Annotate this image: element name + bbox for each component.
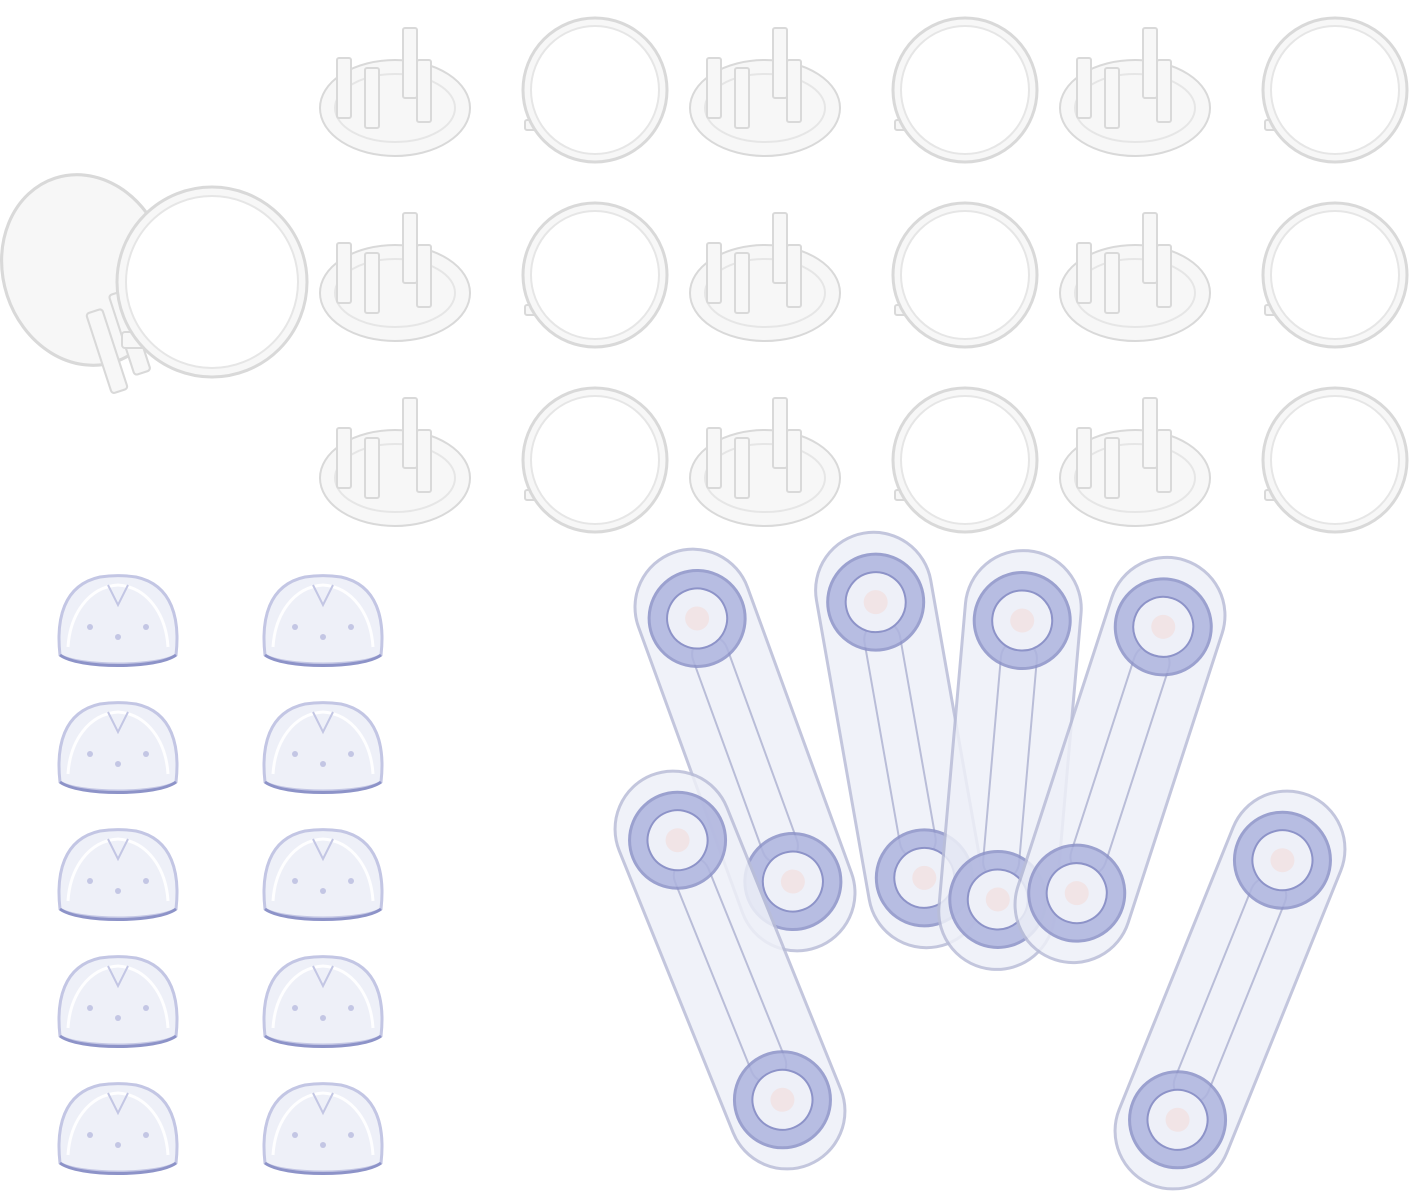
outlet-cover-front	[1261, 386, 1409, 534]
corner-bumper	[57, 701, 179, 794]
outlet-cover-front	[1261, 201, 1409, 349]
corner-bumper	[57, 955, 179, 1048]
corner-bumper	[57, 828, 179, 921]
outlet-cover-front	[521, 201, 669, 349]
outlet-cover-front	[521, 16, 669, 164]
outlet-cover-front	[1261, 16, 1409, 164]
outlet-cover-front	[891, 386, 1039, 534]
corner-bumper	[262, 955, 384, 1048]
corner-bumper	[262, 701, 384, 794]
corner-bumper	[262, 1082, 384, 1175]
outlet-cover-front	[891, 16, 1039, 164]
corner-bumper	[57, 574, 179, 667]
corner-bumper	[262, 574, 384, 667]
corner-bumper	[57, 1082, 179, 1175]
corner-bumper	[262, 828, 384, 921]
outlet-cover-front	[521, 386, 669, 534]
outlet-cover-front	[891, 201, 1039, 349]
featured-outlet-cover-pair	[0, 173, 309, 394]
